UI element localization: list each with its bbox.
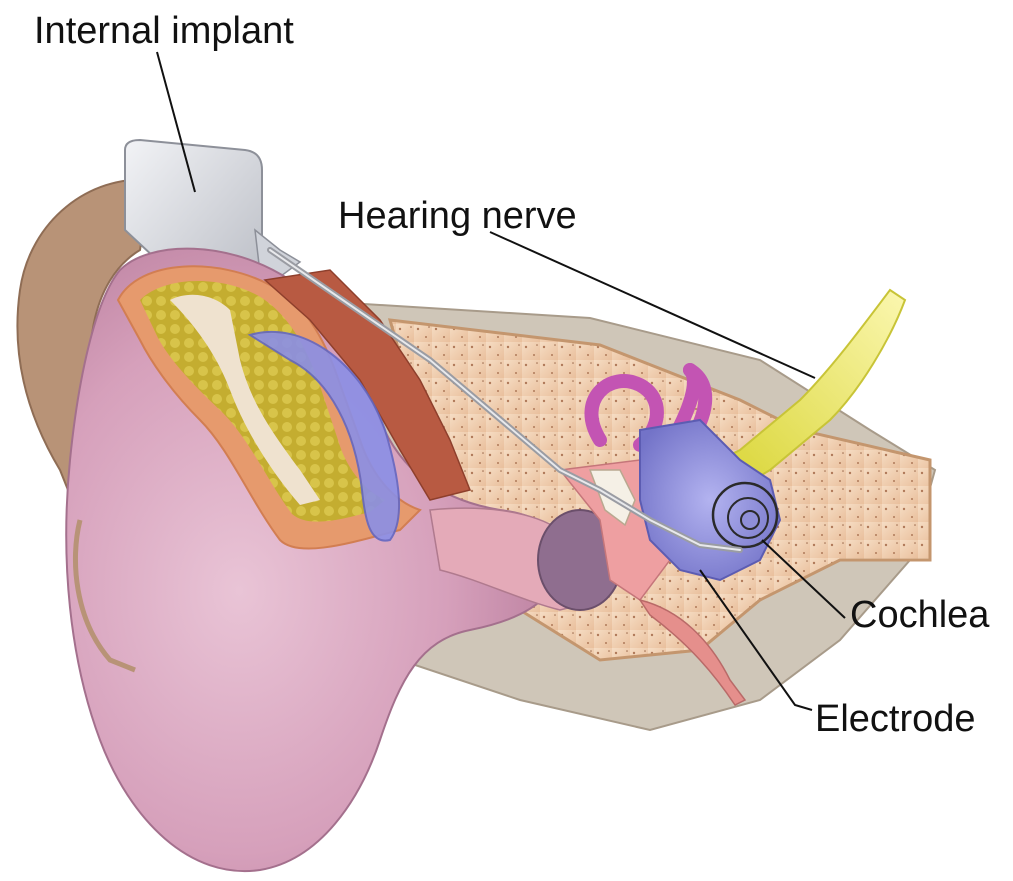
label-internal-implant: Internal implant xyxy=(34,10,294,52)
leader-line-electrode xyxy=(699,569,813,711)
outer-ear-back xyxy=(16,178,152,522)
label-hearing-nerve: Hearing nerve xyxy=(338,195,577,237)
label-electrode: Electrode xyxy=(815,698,976,740)
leader-line-cochlea xyxy=(761,539,846,619)
cartilage-core-upper xyxy=(170,294,320,505)
blue-vessel xyxy=(247,330,400,542)
muscle xyxy=(263,269,472,501)
cochlea-shape xyxy=(639,418,782,582)
leader-line-implant xyxy=(156,51,196,193)
electrode-lead-inner xyxy=(269,249,741,551)
leader-line-nerve xyxy=(489,231,816,379)
eustachian-tube xyxy=(638,598,747,706)
fat-tissue-upper xyxy=(140,280,385,522)
leader-lines xyxy=(156,51,846,711)
label-cochlea: Cochlea xyxy=(850,594,990,636)
electrode-wire-back xyxy=(72,519,136,673)
